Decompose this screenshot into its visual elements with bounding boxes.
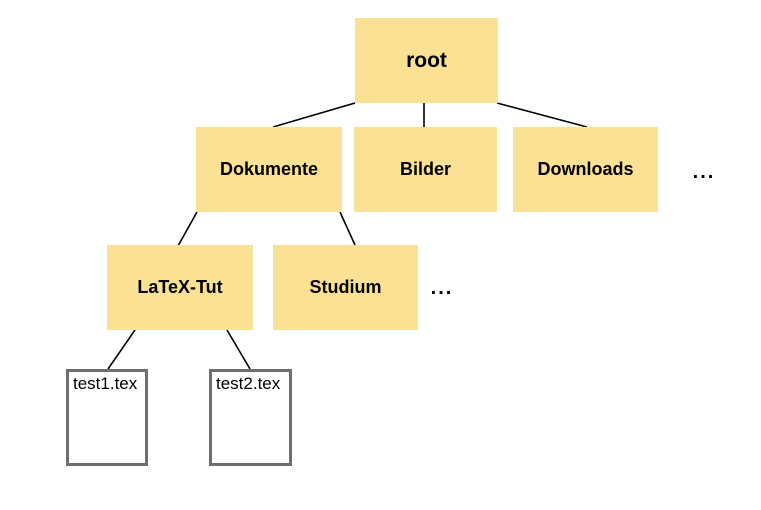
ellipsis-more-dokumente-children: ...	[424, 274, 460, 302]
node-label: ...	[692, 160, 716, 183]
ellipsis-more-root-children: ...	[686, 158, 722, 186]
folder-node-dokumente: Dokumente	[196, 127, 342, 212]
node-label: test1.tex	[73, 374, 138, 393]
tree-edge-dokumente-latex-tut	[177, 211, 198, 247]
node-label: root	[406, 48, 447, 72]
tree-edge-dokumente-studium	[339, 211, 356, 246]
node-label: LaTeX-Tut	[137, 277, 223, 297]
file-node-test1-tex: test1.tex	[66, 369, 148, 466]
tree-edge-root-downloads	[496, 102, 588, 128]
node-label: Dokumente	[219, 159, 318, 179]
folder-node-root: root	[355, 18, 498, 103]
node-label: ...	[430, 276, 454, 299]
folder-node-latex-tut: LaTeX-Tut	[107, 245, 253, 330]
tree-edge-root-dokumente	[272, 102, 356, 128]
node-label: Bilder	[399, 159, 451, 179]
folder-node-downloads: Downloads	[513, 127, 658, 212]
folder-node-bilder: Bilder	[354, 127, 497, 212]
node-label: Downloads	[537, 159, 634, 179]
node-label: test2.tex	[216, 374, 281, 393]
file-node-test2-tex: test2.tex	[209, 369, 292, 466]
node-label: Studium	[309, 277, 382, 297]
folder-node-studium: Studium	[273, 245, 418, 330]
tree-edge-latex-tut-test1-tex	[107, 329, 136, 370]
tree-edge-latex-tut-test2-tex	[226, 329, 251, 370]
